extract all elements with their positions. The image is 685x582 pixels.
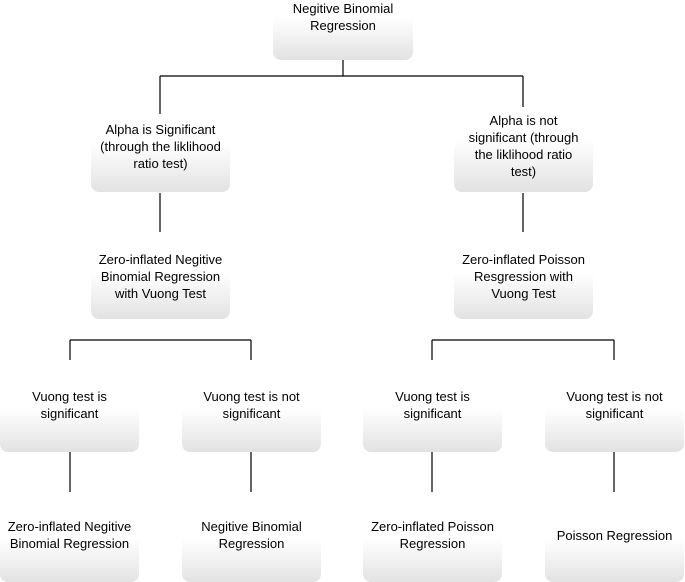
node-zip-vuong-test: Zero-inflated Poisson Resgression with V… <box>454 245 593 319</box>
node-label: Zero-inflated Negitive Binomial Regressi… <box>98 252 223 301</box>
node-alpha-not-significant: Alpha is not significant (through the li… <box>454 107 593 192</box>
node-label: Alpha is not significant (through the li… <box>468 113 579 179</box>
node-vuong-significant-right: Vuong test is significant <box>363 382 502 452</box>
node-label: Zero-inflated Poisson Regression <box>371 519 494 551</box>
node-label: Poisson Regression <box>556 528 673 543</box>
node-label: Vuong test is not significant <box>203 389 300 421</box>
node-label: Alpha is Significant (through the liklih… <box>100 122 221 171</box>
node-alpha-significant: Alpha is Significant (through the liklih… <box>91 114 230 192</box>
node-label: Zero-inflated Poisson Resgression with V… <box>462 252 585 301</box>
node-label: Negitive Binomial Regression <box>292 1 394 33</box>
node-outcome-zinb: Zero-inflated Negitive Binomial Regressi… <box>0 512 139 582</box>
node-label: Vuong test is significant <box>395 389 470 421</box>
node-negative-binomial-regression: Negitive Binomial Regression <box>273 0 413 60</box>
node-zinb-vuong-test: Zero-inflated Negitive Binomial Regressi… <box>91 245 230 319</box>
node-label: Zero-inflated Negitive Binomial Regressi… <box>7 519 132 551</box>
node-vuong-significant-left: Vuong test is significant <box>0 382 139 452</box>
node-label: Vuong test is significant <box>32 389 107 421</box>
node-outcome-zip: Zero-inflated Poisson Regression <box>363 512 502 582</box>
node-vuong-not-significant-left: Vuong test is not significant <box>182 382 321 452</box>
node-label: Vuong test is not significant <box>566 389 663 421</box>
node-vuong-not-significant-right: Vuong test is not significant <box>545 382 684 452</box>
node-outcome-negative-binomial: Negitive Binomial Regression <box>182 512 321 582</box>
node-label: Negitive Binomial Regression <box>201 519 302 551</box>
node-outcome-poisson: Poisson Regression <box>545 512 684 582</box>
